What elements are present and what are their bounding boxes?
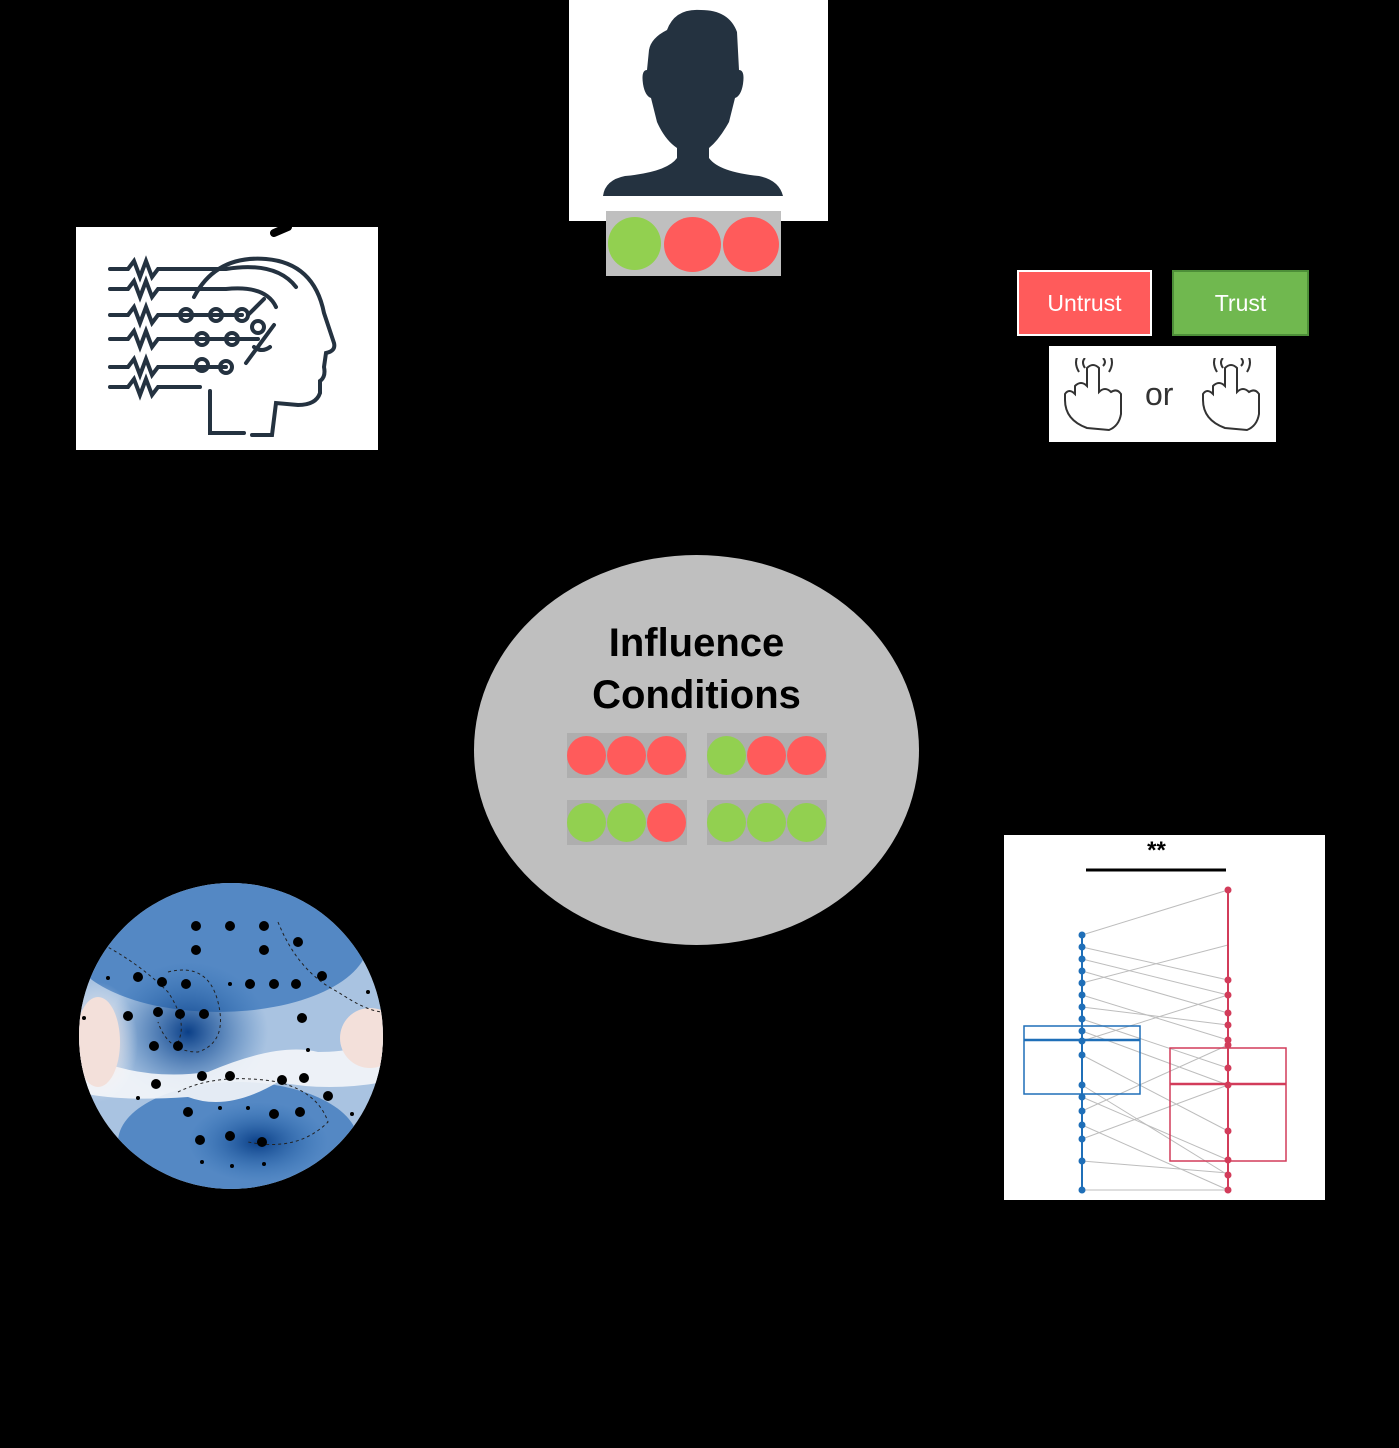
influence-conditions-ellipse: Influence Conditions: [474, 555, 919, 945]
significance-label: **: [1147, 837, 1166, 864]
condition-light: [647, 736, 686, 775]
trust-button[interactable]: Trust: [1172, 270, 1309, 336]
condition-light: [787, 803, 826, 842]
condition-light: [567, 736, 606, 775]
person-signal-lights: [606, 211, 781, 276]
eeg-topomap: [78, 882, 384, 1190]
condition-light: [747, 803, 786, 842]
condition-light: [607, 736, 646, 775]
condition-light: [707, 803, 746, 842]
condition-light: [567, 803, 606, 842]
paired-boxplot: **: [1004, 835, 1325, 1200]
condition-light: [647, 803, 686, 842]
ai-head-circuit-icon: [108, 223, 337, 437]
person-card: [569, 0, 828, 221]
condition-light: [607, 803, 646, 842]
condition-box: [707, 733, 827, 778]
condition-light: [787, 736, 826, 775]
condition-box: [707, 800, 827, 845]
influence-title: Influence Conditions: [474, 617, 919, 721]
ai-card: [76, 223, 378, 450]
signal-light: [664, 217, 721, 272]
signal-light: [608, 217, 661, 270]
person-silhouette-icon: [603, 9, 785, 197]
condition-light: [707, 736, 746, 775]
finger-press-icon: [1202, 358, 1260, 432]
title-line: Conditions: [592, 673, 801, 717]
condition-box: [567, 733, 687, 778]
finger-press-icon: [1064, 358, 1122, 432]
or-label: or: [1145, 376, 1174, 412]
signal-light: [723, 217, 779, 272]
title-line: Influence: [608, 621, 785, 665]
condition-light: [747, 736, 786, 775]
untrust-button[interactable]: Untrust: [1017, 270, 1152, 336]
condition-box: [567, 800, 687, 845]
press-card: or: [1049, 346, 1276, 442]
